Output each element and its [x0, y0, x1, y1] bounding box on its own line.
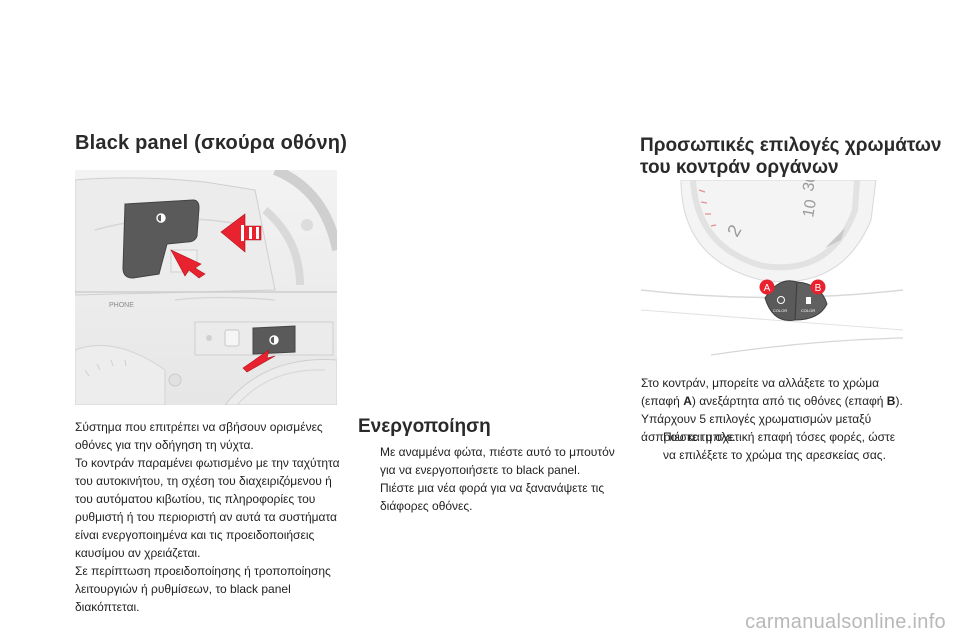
activation-title: Ενεργοποίηση: [358, 416, 491, 437]
phone-label: PHONE: [109, 302, 134, 309]
watermark: carmanualsonline.info: [745, 611, 946, 633]
pointer-arrow-lower: [242, 349, 276, 373]
big-direction-arrow: [220, 213, 262, 253]
title-line-2: του κοντράν οργάνων: [640, 157, 839, 178]
list-item: Πιέστε μια νέα φορά για να ξανανάψετε τι…: [380, 481, 605, 513]
activation-steps: Με αναμμένα φώτα, πιέστε αυτό το μπουτόν…: [358, 443, 620, 515]
paragraph-contacts: Στο κοντράν, μπορείτε να αλλάξετε το χρώ…: [641, 376, 903, 408]
badge-a: [759, 279, 775, 295]
badge-b: [810, 279, 826, 295]
badge-b-label: B: [815, 283, 822, 294]
screen-icon: [806, 297, 811, 304]
title-line-1: Προσωπικές επιλογές χρωμάτων: [640, 135, 942, 156]
color-options-description: Στο κοντράν, μπορείτε να αλλάξετε το χρώ…: [641, 374, 906, 446]
paragraph-3: Σε περίπτωση προειδοποίησης ή τροποποίησ…: [75, 564, 331, 614]
instrument-cluster-illustration: 2 10 30 COLOR COLOR A B: [641, 180, 903, 360]
black-panel-title: Black panel (σκούρα οθόνη): [75, 132, 348, 154]
paragraph-options: Υπάρχουν 5 επιλογές χρωματισμών μεταξύ ά…: [641, 412, 872, 444]
color-options-title: Προσωπικές επιλογές χρωμάτων του κοντράν…: [640, 135, 941, 179]
contact-a-ref: A: [683, 394, 692, 408]
svg-text:10: 10: [800, 198, 820, 219]
color-label-b: COLOR: [801, 308, 815, 313]
cluster-drawing: 2 10 30 COLOR COLOR A B: [641, 180, 903, 360]
svg-text:30: 30: [800, 180, 820, 193]
color-steps: Πιέστε τη σχετική επαφή τόσες φορές, ώστ…: [641, 428, 906, 464]
list-item: Με αναμμένα φώτα, πιέστε αυτό το μπουτόν…: [380, 445, 615, 477]
paragraph-1: Σύστημα που επιτρέπει να σβήσουν ορισμέν…: [75, 420, 323, 452]
contact-b-ref: B: [886, 394, 896, 408]
pointer-arrow-upper: [170, 249, 206, 279]
black-panel-button-upper: [122, 199, 200, 279]
dashboard-drawing: PHONE: [75, 170, 337, 405]
black-panel-dashboard-illustration: PHONE: [75, 170, 337, 405]
list-item: Πιέστε τη σχετική επαφή τόσες φορές, ώστ…: [663, 430, 896, 462]
black-panel-description: Σύστημα που επιτρέπει να σβήσουν ορισμέν…: [75, 418, 340, 616]
badge-a-label: A: [764, 283, 771, 294]
color-label-a: COLOR: [773, 308, 787, 313]
refresh-icon: [777, 296, 785, 304]
paragraph-2: Το κοντράν παραμένει φωτισμένο με την τα…: [75, 456, 340, 560]
